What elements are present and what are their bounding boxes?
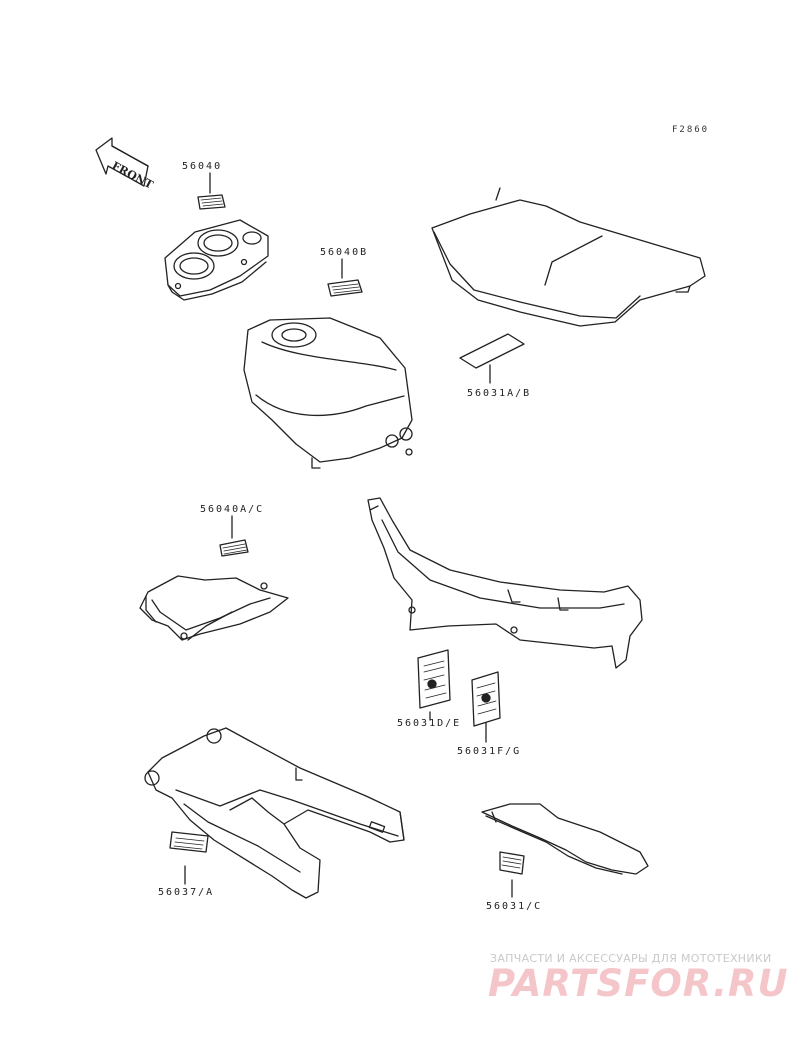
under-cowl — [139, 575, 289, 641]
meter-housing — [164, 219, 269, 301]
decal-56031c — [499, 851, 525, 875]
watermark-logo: PARTSFOR.RU — [488, 962, 789, 1005]
part-label-56040b: 56040B — [320, 247, 369, 258]
decal-56040 — [197, 194, 226, 210]
part-label-56040: 56040 — [182, 161, 223, 172]
part-label-56031de: 56031D/E — [397, 718, 462, 729]
chain-guard — [481, 803, 649, 875]
part-label-56037a: 56037/A — [158, 887, 215, 898]
swingarm — [144, 727, 405, 899]
figure-code: F2860 — [672, 125, 710, 135]
fuel-tank — [243, 317, 413, 469]
seat — [431, 187, 706, 327]
front-arrow-icon: FRONT — [95, 137, 156, 192]
side-cowl — [367, 497, 643, 669]
part-label-56031ab: 56031A/B — [467, 388, 532, 399]
caution-label-56031de — [417, 649, 451, 709]
caution-label-56031fg — [471, 671, 501, 727]
decal-56031ab — [459, 333, 525, 369]
part-label-56031fg: 56031F/G — [457, 746, 522, 757]
decal-56040b — [327, 279, 363, 297]
watermark-tagline: ЗАПЧАСТИ И АКСЕССУАРЫ ДЛЯ МОТОТЕХНИКИ — [490, 952, 772, 965]
part-label-56031c: 56031/C — [486, 901, 543, 912]
part-label-56040ac: 56040A/C — [200, 504, 265, 515]
decal-56040ac — [219, 539, 249, 557]
decal-56037a — [169, 831, 209, 853]
